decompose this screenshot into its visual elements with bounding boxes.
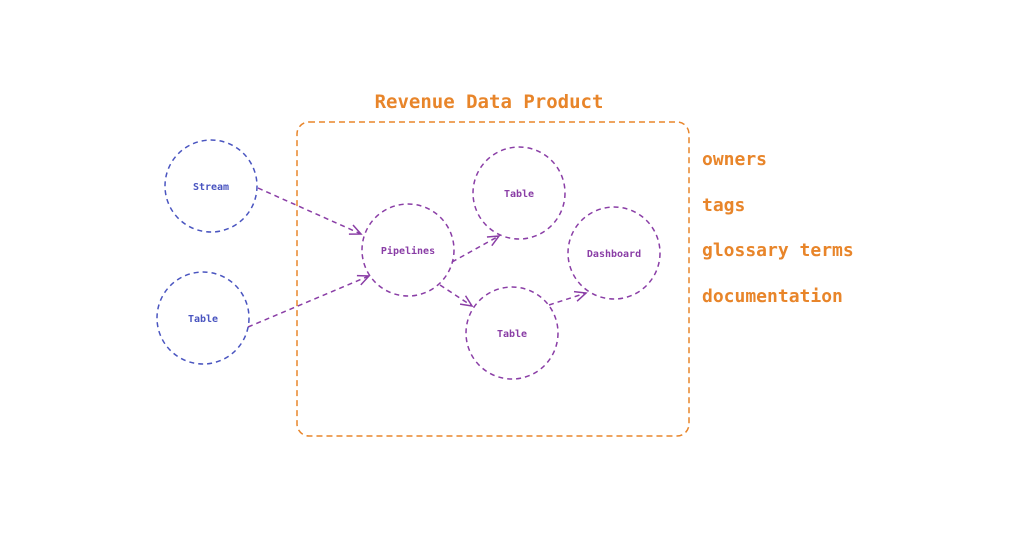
product-node-table-top[interactable]: Table (472, 146, 566, 240)
product-node-dashboard[interactable]: Dashboard (567, 206, 661, 300)
node-circle (465, 286, 559, 380)
edge-stream-to-pipelines (257, 187, 363, 235)
product-node-table-bottom[interactable]: Table (465, 286, 559, 380)
edges-group (247, 187, 588, 328)
edge-table_bottom-to-dashboard (548, 290, 588, 306)
diagram-title: Revenue Data Product (375, 91, 604, 113)
node-label: Pipelines (381, 245, 435, 257)
source-node-stream[interactable]: Stream (164, 139, 258, 233)
property-glossary-terms: glossary terms (702, 240, 854, 261)
property-owners: owners (702, 149, 767, 170)
node-label: Table (497, 329, 527, 340)
node-circle (156, 271, 250, 365)
property-documentation: documentation (702, 286, 843, 307)
edge-pipelines-to-table_top (451, 235, 501, 263)
node-circle (164, 139, 258, 233)
source-node-table[interactable]: Table (156, 271, 250, 365)
node-circle (361, 203, 455, 297)
node-circle (567, 206, 661, 300)
node-label: Stream (193, 182, 229, 193)
property-tags: tags (702, 195, 745, 216)
edge-pipelines-to-table_bottom (439, 284, 474, 307)
node-label: Table (504, 189, 534, 200)
product-node-pipelines[interactable]: Pipelines (361, 203, 455, 297)
data-product-boundary (296, 121, 690, 437)
edge-source_table-to-pipelines (247, 274, 371, 328)
node-label: Table (188, 314, 218, 325)
node-circle (472, 146, 566, 240)
node-label: Dashboard (587, 249, 641, 260)
